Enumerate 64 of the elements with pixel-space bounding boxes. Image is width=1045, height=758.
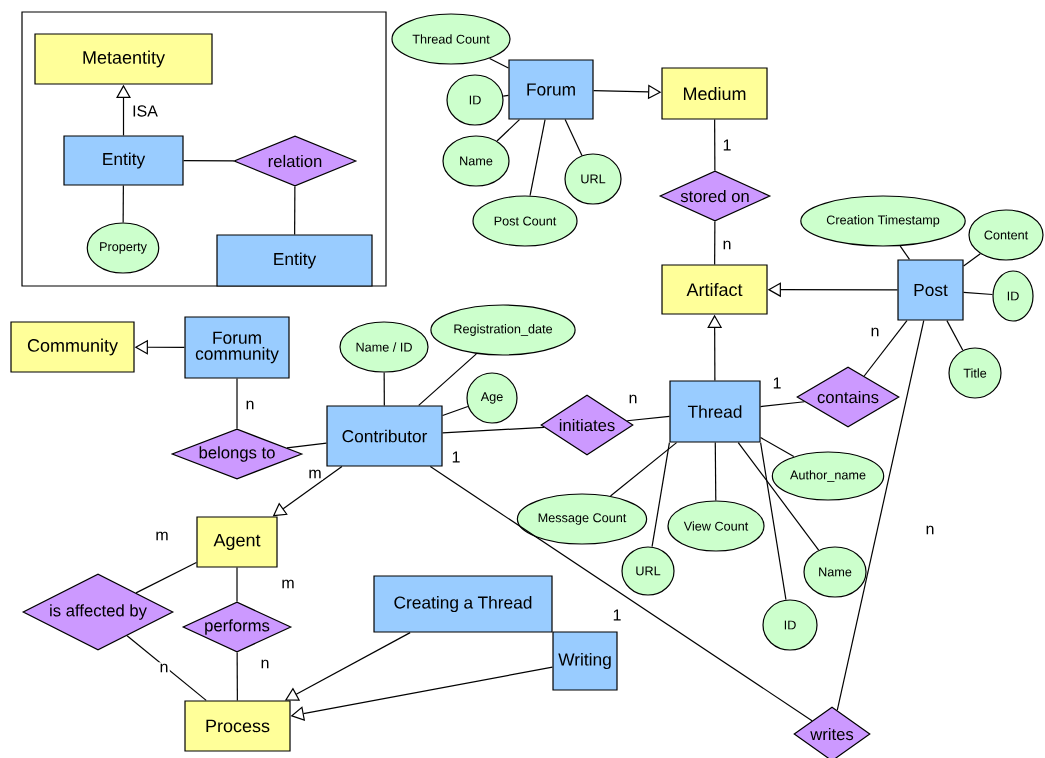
connector <box>609 442 678 497</box>
connector <box>135 561 197 594</box>
connector <box>236 651 238 701</box>
metaentity-box: Agent <box>196 516 278 568</box>
connector <box>502 94 509 97</box>
connector <box>294 185 296 235</box>
metaentity-box: Artifact <box>661 264 768 315</box>
cardinality-label: n <box>924 524 936 536</box>
entity-box: Post <box>897 259 964 321</box>
connector <box>760 436 795 458</box>
connector <box>714 220 716 265</box>
cardinality-label: m <box>154 530 170 542</box>
metaentity-box: Metaentity <box>34 33 213 85</box>
connector <box>442 405 469 417</box>
entity-box: Contributor <box>326 405 443 467</box>
entity-box: Creating a Thread <box>373 575 553 633</box>
connector <box>564 119 583 156</box>
connector <box>529 119 546 197</box>
cardinality-label: 1 <box>450 450 462 464</box>
metaentity-box: Community <box>10 321 135 373</box>
entity-box: Forum <box>508 59 594 120</box>
connector <box>760 442 787 601</box>
cardinality-label: n <box>869 326 881 338</box>
connector <box>383 372 385 406</box>
entity-box: Writing <box>552 631 618 691</box>
connector <box>236 567 238 602</box>
connector <box>863 320 908 377</box>
cardinality-label: 1 <box>771 376 783 390</box>
connector <box>836 320 925 711</box>
connector <box>496 119 521 142</box>
connector <box>946 320 964 351</box>
cardinality-label: n <box>721 239 733 251</box>
connector <box>418 353 477 406</box>
connector <box>714 442 717 501</box>
cardinality-label: n <box>244 399 256 411</box>
connector <box>626 415 670 422</box>
cardinality-label: n <box>158 662 170 674</box>
connector <box>286 442 327 449</box>
cardinality-label: 1 <box>613 609 621 621</box>
cardinality-label: m <box>280 578 296 590</box>
entity-box: Thread <box>669 380 761 443</box>
connector <box>126 635 207 701</box>
cardinality-label: n <box>259 658 271 670</box>
connector <box>236 378 238 429</box>
connector <box>760 401 805 408</box>
entity-box: Entity <box>63 135 184 186</box>
entity-box: Forum community <box>184 316 290 379</box>
connector <box>429 466 813 722</box>
metaentity-box: Process <box>184 700 291 752</box>
connector <box>651 442 670 548</box>
connector <box>714 119 716 172</box>
connector <box>737 442 820 551</box>
connector <box>899 245 911 260</box>
cardinality-label: 1 <box>721 138 733 152</box>
cardinality-label: ISA <box>130 104 160 118</box>
connector <box>963 291 994 296</box>
connector <box>442 426 545 434</box>
entity-box: Entity <box>216 234 373 287</box>
connector <box>963 253 981 267</box>
cardinality-label: m <box>307 468 323 480</box>
metaentity-box: Medium <box>661 67 768 120</box>
connector <box>122 185 124 223</box>
connector <box>183 160 235 162</box>
connector <box>489 57 509 69</box>
